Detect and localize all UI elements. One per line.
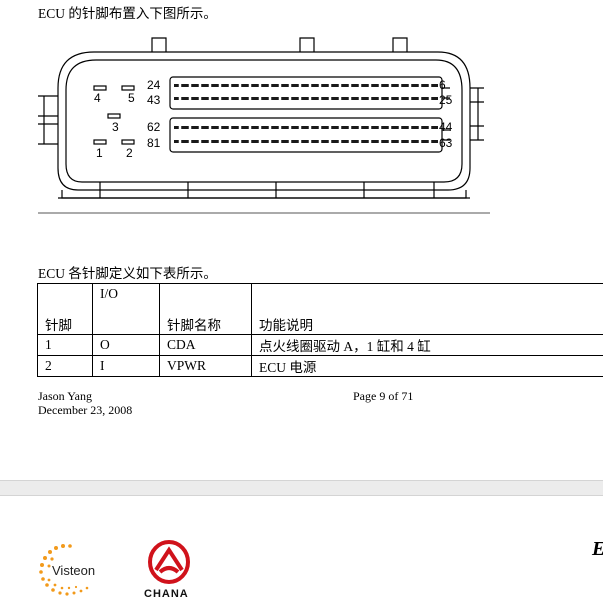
pin-label-2: 2 [126, 146, 133, 160]
table-row: 1 O CDA 点火线圈驱动 A，1 缸和 4 缸 [37, 334, 603, 356]
visteon-wordmark: Visteon [52, 563, 95, 578]
page-separator [0, 480, 603, 496]
ecu-connector-diagram: 4 5 3 1 2 24 43 62 81 6 25 44 63 [38, 37, 490, 214]
header-desc: 功能说明 [251, 283, 603, 335]
changan-wordmark: CHANA [144, 588, 189, 600]
next-page: Visteon CHANA E [0, 496, 603, 602]
table-caption: ECU 各针脚定义如下表所示。 [38, 266, 217, 281]
pin-label-24: 24 [147, 78, 161, 92]
pin-label-5: 5 [128, 91, 135, 105]
cell-name: CDA [159, 334, 252, 356]
cell-pin: 1 [37, 334, 93, 356]
cell-io: O [92, 334, 160, 356]
footer-date: December 23, 2008 [38, 403, 133, 417]
pin-label-81: 81 [147, 136, 161, 150]
pin-label-25: 25 [439, 93, 453, 107]
footer-author: Jason Yang [38, 389, 93, 403]
cell-desc: ECU 电源 [251, 355, 603, 377]
pin-label-6: 6 [439, 78, 446, 92]
cell-desc: 点火线圈驱动 A，1 缸和 4 缸 [251, 334, 603, 356]
visteon-logo: Visteon [39, 544, 95, 596]
cut-off-heading-text: E [592, 538, 603, 561]
footer-author-block: Jason Yang December 23, 2008 [38, 389, 132, 417]
cell-pin: 2 [37, 355, 93, 377]
pin-definition-table: 针脚 I/O 针脚名称 功能说明 1 O CDA 点火线圈驱动 A，1 缸和 4… [37, 283, 603, 377]
cell-io: I [92, 355, 160, 377]
header-pin: 针脚 [37, 283, 93, 335]
cell-name: VPWR [159, 355, 252, 377]
pin-label-43: 43 [147, 93, 161, 107]
pin-label-44: 44 [439, 120, 453, 134]
changan-logo: CHANA [144, 540, 190, 600]
table-row: 2 I VPWR ECU 电源 [37, 355, 603, 377]
intro-text: ECU 的针脚布置入下图所示。 [38, 6, 217, 21]
pin-label-3: 3 [112, 120, 119, 134]
pin-label-62: 62 [147, 120, 161, 134]
pin-label-63: 63 [439, 136, 453, 150]
pin-label-4: 4 [94, 91, 101, 105]
pin-label-1: 1 [96, 146, 103, 160]
footer-page-number: Page 9 of 71 [353, 389, 414, 403]
header-io: I/O [92, 283, 160, 335]
document-page: ECU 的针脚布置入下图所示。 [37, 6, 603, 417]
header-name: 针脚名称 [159, 283, 252, 335]
table-header-row: 针脚 I/O 针脚名称 功能说明 [37, 283, 603, 335]
